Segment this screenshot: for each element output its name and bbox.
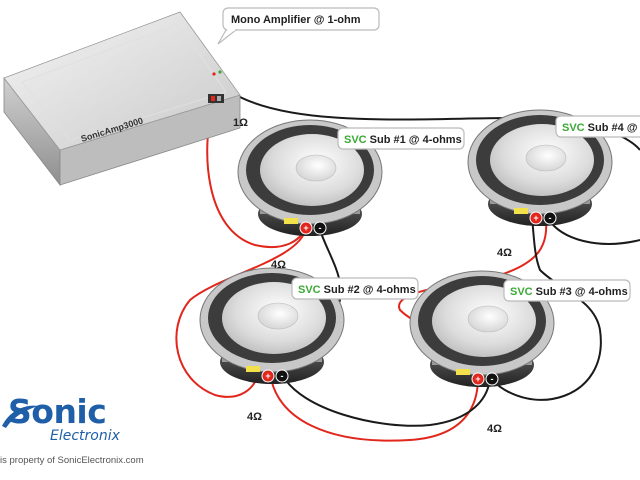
svg-text:SVC Sub #2 @ 4-ohms: SVC Sub #2 @ 4-ohms [298, 284, 416, 296]
sub2-negative-sign: - [281, 371, 284, 381]
sub1-positive-sign: + [303, 223, 308, 233]
sub3-accent [456, 369, 470, 375]
sub3-positive-sign: + [475, 374, 480, 384]
sub4-impedance: 4Ω [497, 247, 512, 259]
sub4-negative-sign: - [549, 213, 552, 223]
negative-wire-sub2-to-sub3 [281, 373, 491, 427]
sub1-positive-terminal [299, 221, 313, 235]
sub2-impedance: 4Ω [247, 411, 262, 423]
positive-wire-sub2-to-sub3 [269, 371, 479, 442]
power-led-green [218, 70, 222, 74]
sub2-svc-label: SVC [298, 284, 321, 296]
sub1-dust-cap [295, 154, 337, 182]
logo-swoosh-icon [2, 405, 38, 428]
sub2-callout: SVC Sub #2 @ 4-ohms [291, 277, 419, 300]
sub4-label: Sub #4 @ 4 [585, 122, 640, 134]
sub4-positive-sign: + [533, 213, 538, 223]
svg-text:SVC Sub #3 @ 4-ohms: SVC Sub #3 @ 4-ohms [510, 286, 628, 298]
logo-sonic-text: Sonic [8, 392, 107, 431]
negative-wire-sub3-right [489, 217, 602, 401]
sub3-label: Sub #3 @ 4-ohms [533, 286, 628, 298]
sub4-negative-terminal [543, 211, 557, 225]
logo-electronix-text: Electronix [50, 428, 120, 444]
sub2-positive-sign: + [265, 371, 270, 381]
sub3-negative-terminal [485, 372, 499, 386]
amplifier: SonicAmp3000 [3, 11, 241, 187]
copyright-notice: is property of SonicElectronix.com [0, 455, 144, 466]
sub1-negative-terminal [313, 221, 327, 235]
sub1-label: Sub #1 @ 4-ohms [367, 134, 462, 146]
sub1-accent [284, 218, 298, 224]
amplifier-callout-text: Mono Amplifier @ 1-ohm [231, 14, 361, 26]
sub2-label: Sub #2 @ 4-ohms [321, 284, 416, 296]
power-led-red [212, 72, 216, 76]
amp-terminal-block [208, 94, 224, 103]
sub4-accent [514, 208, 528, 214]
sub3-impedance: 4Ω [487, 423, 502, 435]
sonic-electronix-logo: Sonic Electronix [0, 392, 170, 478]
sub1-impedance: 4Ω [271, 259, 286, 271]
sub1-negative-sign: - [319, 223, 322, 233]
sub4-svc-label: SVC [562, 122, 585, 134]
sub2-negative-terminal [275, 369, 289, 383]
sub1-callout: SVC Sub #1 @ 4-ohms [337, 127, 465, 150]
amplifier-callout: Mono Amplifier @ 1-ohm [217, 7, 380, 45]
amplifier-load-label: 1Ω [233, 117, 248, 129]
sub4-dust-cap [525, 144, 567, 172]
sub3-positive-terminal [471, 372, 485, 386]
sub3-dust-cap [467, 305, 509, 333]
sub3-negative-sign: - [491, 374, 494, 384]
sub2-accent [246, 366, 260, 372]
sub2-positive-terminal [261, 369, 275, 383]
sub1-svc-label: SVC [344, 134, 367, 146]
sub3-subwoofer: +- [409, 270, 555, 387]
amplifier-top [3, 11, 241, 151]
positive-wire-sub1-loop [175, 227, 307, 398]
sub2-dust-cap [257, 302, 299, 330]
positive-wire-amp-to-sub1 [206, 99, 307, 248]
sub4-callout: SVC Sub #4 @ 4 [555, 115, 640, 138]
svg-text:SVC Sub #4 @ 4: SVC Sub #4 @ 4 [562, 122, 640, 134]
sub3-svc-label: SVC [510, 286, 533, 298]
sub3-callout: SVC Sub #3 @ 4-ohms [503, 279, 631, 302]
sub4-positive-terminal [529, 211, 543, 225]
svg-text:SVC Sub #1 @ 4-ohms: SVC Sub #1 @ 4-ohms [344, 134, 462, 146]
